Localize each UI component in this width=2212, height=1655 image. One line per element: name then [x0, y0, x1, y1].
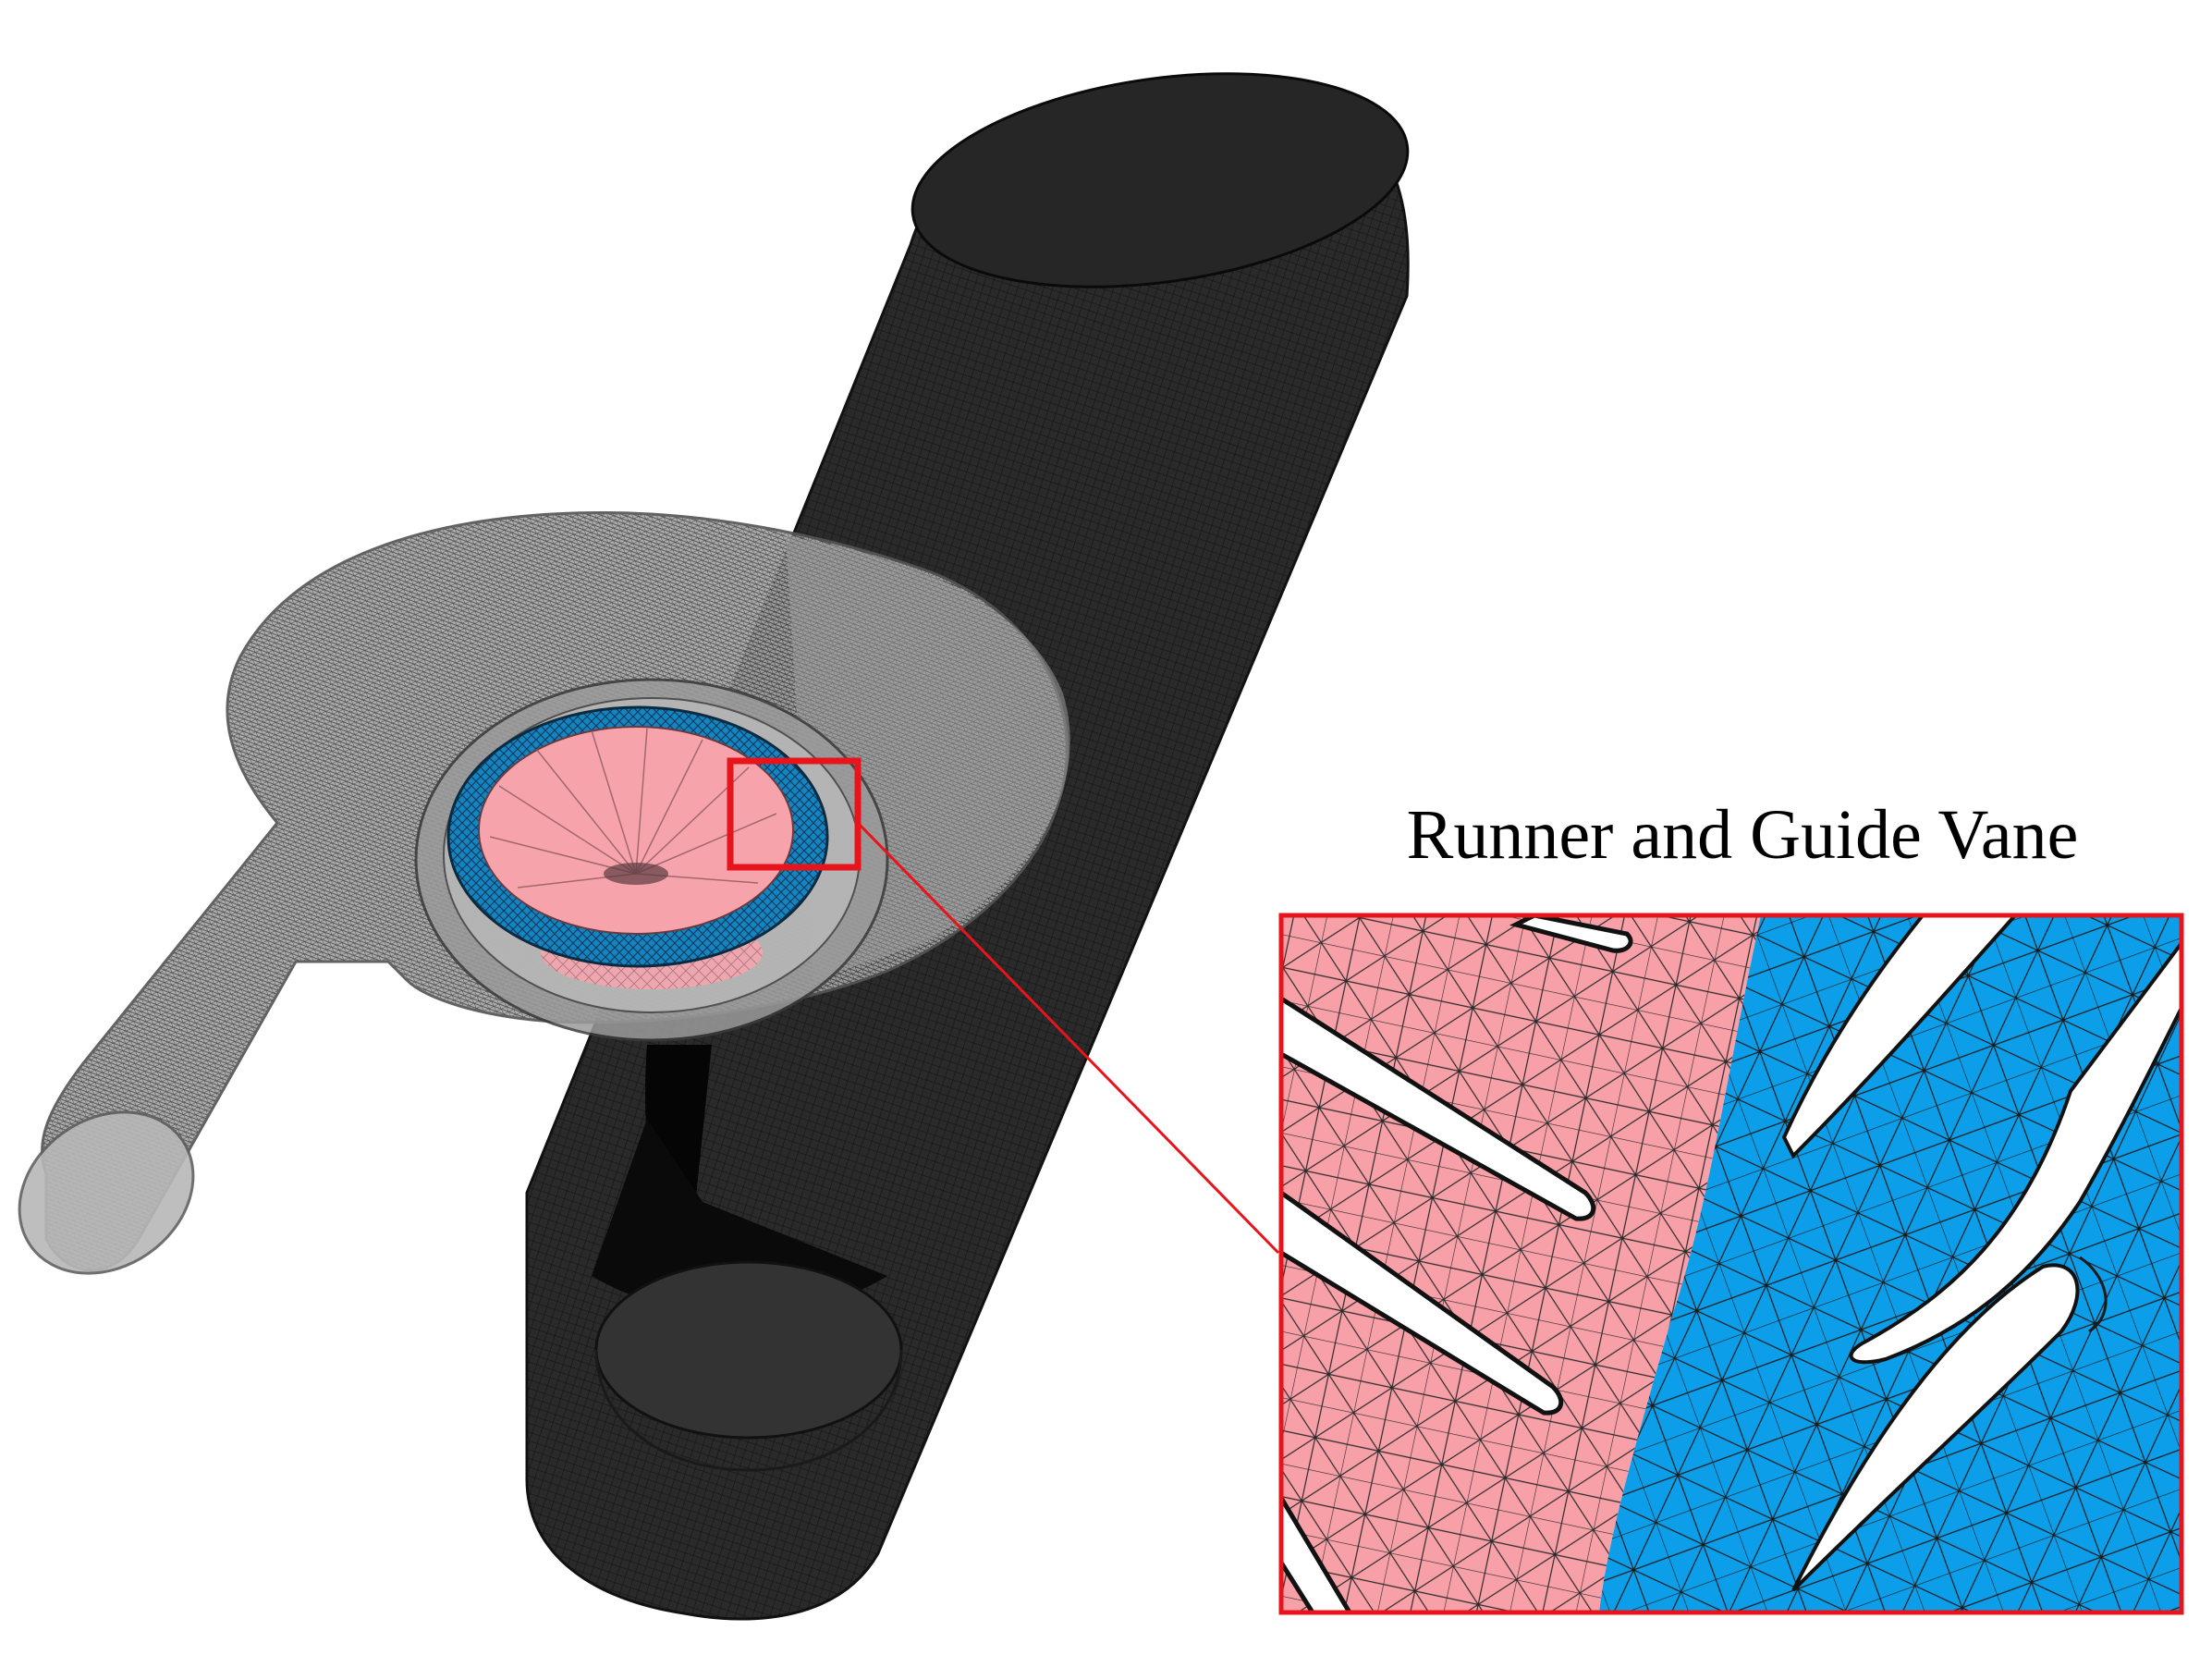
detail-inset: [1278, 913, 2184, 1615]
callout-source-box: [727, 757, 862, 871]
detail-title: Runner and Guide Vane: [1406, 796, 2079, 874]
detail-inset-frame: [1278, 913, 2184, 1615]
callout-leader-line: [856, 821, 1280, 1255]
runner-mesh: [478, 726, 794, 935]
